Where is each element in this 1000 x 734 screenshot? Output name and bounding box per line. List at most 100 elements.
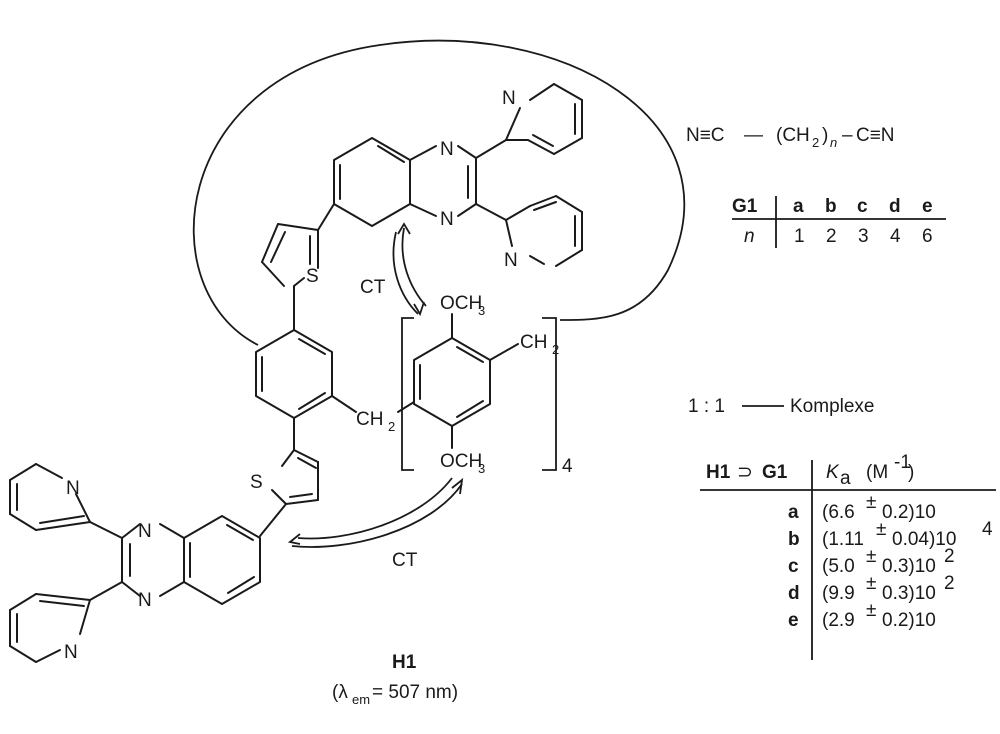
upper-pyridine-bottom xyxy=(475,195,583,267)
svg-text:2: 2 xyxy=(812,135,819,150)
atom-ch: CH xyxy=(356,409,383,430)
repeat-bracket-left xyxy=(401,317,414,471)
svg-text:(5.0: (5.0 xyxy=(822,556,855,577)
guest-col: e xyxy=(922,196,933,217)
guest-col: a xyxy=(793,196,804,217)
atom-n: N xyxy=(138,590,152,611)
atom-n: N xyxy=(66,478,80,499)
atom-n: N xyxy=(504,250,518,271)
atom-och3: OCH xyxy=(440,293,482,314)
atom-n: N xyxy=(138,521,152,542)
svg-text:±: ± xyxy=(866,546,876,567)
svg-text:—: — xyxy=(744,125,763,146)
macrocycle-loop xyxy=(192,39,686,346)
guest-val: 1 xyxy=(794,226,805,247)
binding-row: c (5.0 ± 0.3)10 2 xyxy=(788,546,955,577)
complex-label: 1 : 1 Komplexe xyxy=(688,396,875,417)
svg-text:= 507 nm): = 507 nm) xyxy=(372,682,458,703)
dimethoxybenzene-unit xyxy=(413,313,519,449)
lower-quinoxaline xyxy=(121,515,261,605)
svg-text:a: a xyxy=(788,502,799,523)
svg-text:±: ± xyxy=(866,600,876,621)
guest-val: 3 xyxy=(858,226,869,247)
lower-pyridine-top xyxy=(9,463,123,539)
svg-text:Komplexe: Komplexe xyxy=(790,396,875,417)
guest-col: d xyxy=(889,196,901,217)
repeat-bracket-right xyxy=(542,317,557,471)
compound-name: H1 xyxy=(392,652,417,673)
svg-text:(1.11: (1.11 xyxy=(822,529,864,550)
svg-text:-1: -1 xyxy=(894,452,911,473)
upper-pyridine-top xyxy=(475,83,583,159)
ct-arrow-upper xyxy=(392,222,427,317)
svg-text:C≡N: C≡N xyxy=(856,125,895,146)
svg-text:0.3)10: 0.3)10 xyxy=(882,556,936,577)
lower-pyridine-bottom xyxy=(9,581,123,663)
svg-text:(CH: (CH xyxy=(776,125,810,146)
guest-formula: N≡C — (CH 2 ) n – C≡N xyxy=(686,125,895,150)
guest-table-row-label: n xyxy=(744,226,755,247)
guest-table: G1 n a b c d e 1 2 3 4 6 xyxy=(732,196,946,248)
binding-row: e (2.9 ± 0.2)10 xyxy=(788,600,936,631)
svg-text:(6.6: (6.6 xyxy=(822,502,855,523)
svg-text:(λ: (λ xyxy=(332,682,348,703)
binding-row: a (6.6 ± 0.2)10 xyxy=(788,492,936,523)
svg-text:(2.9: (2.9 xyxy=(822,610,855,631)
svg-text:±: ± xyxy=(866,492,876,513)
ct-label: CT xyxy=(392,550,418,571)
guest-col: b xyxy=(825,196,837,217)
emission-wavelength: (λ em = 507 nm) xyxy=(332,682,458,707)
svg-text:4: 4 xyxy=(982,519,993,540)
svg-text:): ) xyxy=(908,462,914,483)
svg-text:0.3)10: 0.3)10 xyxy=(882,583,936,604)
guest-col: c xyxy=(857,196,868,217)
svg-text:d: d xyxy=(788,583,800,604)
upper-quinoxaline xyxy=(317,137,477,231)
lower-thiophene xyxy=(259,449,319,537)
upper-thiophene xyxy=(261,223,319,331)
binding-row: b (1.11 ± 0.04)10 4 xyxy=(788,519,993,550)
svg-text:N≡C: N≡C xyxy=(686,125,725,146)
svg-text:–: – xyxy=(842,125,853,146)
svg-text:(9.9: (9.9 xyxy=(822,583,855,604)
binding-header-host: H1 xyxy=(706,462,731,483)
repeat-count: 4 xyxy=(562,456,573,477)
atom-subscript: 3 xyxy=(478,461,485,476)
atom-och3: OCH xyxy=(440,451,482,472)
svg-text:2: 2 xyxy=(944,546,955,567)
guest-val: 6 xyxy=(922,226,933,247)
svg-text:em: em xyxy=(352,692,370,707)
atom-subscript: 2 xyxy=(388,419,395,434)
svg-text:b: b xyxy=(788,529,800,550)
ct-arrow-lower xyxy=(287,477,464,548)
svg-text:±: ± xyxy=(876,519,886,540)
binding-header-guest: G1 xyxy=(762,462,788,483)
svg-text:e: e xyxy=(788,610,799,631)
atom-s: S xyxy=(250,472,263,493)
atom-s: S xyxy=(306,266,319,287)
svg-text:): ) xyxy=(822,125,828,146)
guest-val: 4 xyxy=(890,226,901,247)
binding-row: d (9.9 ± 0.3)10 2 xyxy=(788,573,955,604)
guest-val: 2 xyxy=(826,226,837,247)
svg-text:±: ± xyxy=(866,573,876,594)
atom-subscript: 3 xyxy=(478,303,485,318)
svg-text:0.2)10: 0.2)10 xyxy=(882,502,936,523)
svg-text:a: a xyxy=(840,468,851,489)
svg-text:0.2)10: 0.2)10 xyxy=(882,610,936,631)
svg-text:c: c xyxy=(788,556,799,577)
svg-text:2: 2 xyxy=(944,573,955,594)
atom-n: N xyxy=(440,139,454,160)
svg-text:1 : 1: 1 : 1 xyxy=(688,396,725,417)
guest-table-header: G1 xyxy=(732,196,758,217)
atom-ch: CH xyxy=(520,332,547,353)
atom-n: N xyxy=(502,88,516,109)
atom-n: N xyxy=(440,209,454,230)
svg-text:0.04)10: 0.04)10 xyxy=(892,529,956,550)
central-benzene xyxy=(255,329,357,451)
binding-header-k: K xyxy=(826,462,840,483)
binding-table: H1 ⊃ G1 K a (M -1 ) a (6.6 ± 0.2)10 b (1… xyxy=(700,452,996,660)
svg-text:(M: (M xyxy=(866,462,888,483)
